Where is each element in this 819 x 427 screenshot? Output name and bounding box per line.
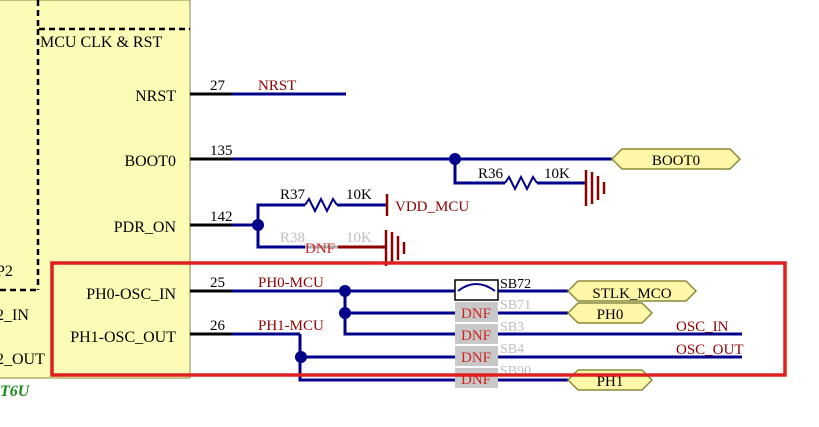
r38-ref: R38 — [280, 230, 305, 246]
wire-boot0-r36 — [453, 159, 505, 185]
sb4-ref: SB4 — [500, 342, 524, 357]
r36-value: 10K — [544, 166, 570, 182]
r37-value: 10K — [346, 187, 372, 203]
pin-number-pdr-on: 142 — [210, 209, 233, 225]
pin-name-nrst: NRST — [135, 88, 176, 105]
r38-value: 10K — [346, 230, 372, 246]
sb3-ref: SB3 — [500, 320, 524, 335]
group-label: MCU CLK & RST — [40, 34, 162, 51]
port-stlk-mco — [566, 280, 698, 302]
wire-ph0-branch-sb71 — [343, 291, 455, 315]
clk-rst-group-outline — [36, 0, 190, 31]
wire-ph1-down — [298, 334, 455, 382]
ground-symbol-r38 — [384, 230, 406, 266]
sb71-dnf: DNF — [461, 306, 491, 322]
pin-number-boot0: 135 — [210, 143, 233, 159]
sb3-dnf: DNF — [461, 328, 491, 344]
pin-name-boot0: BOOT0 — [124, 153, 176, 170]
left-fragment-p2: P2 — [0, 263, 13, 280]
highlight-box — [50, 261, 787, 377]
sb4-group: DNF SB4 — [455, 342, 524, 366]
wire-pdr-r37 — [256, 203, 305, 225]
resistor-r37 — [304, 196, 338, 214]
net-label-nrst: NRST — [258, 78, 296, 94]
port-stlk-mco-label: STLK_MCO — [592, 286, 671, 302]
sb90-body — [455, 368, 498, 388]
sb4-body — [455, 346, 498, 366]
osc-out-label: OSC_OUT — [676, 342, 744, 358]
ground-symbol-r36 — [584, 170, 606, 206]
left-fragment-out: 2_OUT — [0, 351, 45, 368]
sb4-dnf: DNF — [461, 350, 491, 366]
sb3-group: DNF SB3 — [455, 320, 524, 344]
left-fragment-in: 2_IN — [0, 307, 29, 324]
sb71-ref: SB71 — [500, 298, 531, 313]
sb72-arc — [457, 283, 496, 292]
port-ph1-label: PH1 — [597, 374, 624, 390]
net-label-ph0-mcu: PH0-MCU — [258, 275, 324, 291]
sb71-body — [455, 302, 498, 322]
pin-name-pdr-on: PDR_ON — [114, 219, 177, 236]
port-boot0-label: BOOT0 — [652, 153, 700, 169]
sb71-group: DNF SB71 — [455, 298, 531, 322]
wire-pdr-r38 — [256, 225, 305, 249]
pin-number-ph0: 25 — [210, 275, 225, 291]
port-boot0 — [610, 148, 742, 170]
port-ph0-label: PH0 — [597, 307, 624, 323]
sb72-ref: SB72 — [500, 277, 531, 292]
vdd-mcu-label: VDD_MCU — [395, 199, 469, 215]
pin-name-ph0-osc-in: PH0-OSC_IN — [86, 286, 176, 303]
part-suffix: T6U — [0, 383, 31, 400]
mcu-component-body — [0, 0, 191, 379]
r37-ref: R37 — [280, 187, 306, 203]
resistor-r36 — [504, 174, 538, 192]
pin-number-ph1: 26 — [210, 318, 226, 334]
pin-number-nrst: 27 — [210, 78, 226, 94]
osc-in-label: OSC_IN — [676, 319, 729, 335]
port-ph0 — [566, 302, 654, 324]
wire-ph0-branch-sb3 — [343, 313, 455, 336]
pin-name-ph1-osc-out: PH1-OSC_OUT — [70, 329, 176, 346]
sb3-body — [455, 324, 498, 344]
r36-ref: R36 — [478, 166, 504, 182]
net-label-ph1-mcu: PH1-MCU — [258, 318, 324, 334]
r38-dnf: DNF — [305, 241, 335, 257]
